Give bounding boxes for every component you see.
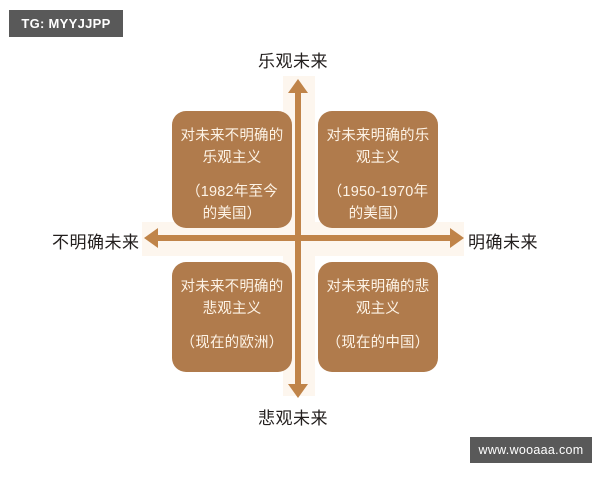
quadrant-title-line: 观主义	[355, 301, 401, 317]
quadrant-box-bottom-left: 对未来不明确的 悲观主义 （现在的欧洲）	[172, 262, 292, 372]
quadrant-box-bottom-right: 对未来明确的悲 观主义 （现在的中国）	[318, 262, 438, 372]
quadrant-example-line: （1950-1970年	[327, 184, 429, 200]
arrow-right-icon	[450, 228, 464, 248]
horizontal-axis-line	[156, 235, 452, 241]
vertical-axis-line	[295, 88, 301, 386]
axis-label-top: 乐观未来	[258, 52, 328, 71]
quadrant-example: （现在的欧洲）	[181, 332, 284, 354]
quadrant-title-line: 对未来明确的乐	[326, 128, 430, 144]
quadrant-example-line: （现在的欧洲）	[180, 335, 284, 351]
arrow-up-icon	[288, 79, 308, 93]
quadrant-title-line: 对未来不明确的	[180, 279, 284, 295]
quadrant-example-line: 的美国）	[348, 206, 408, 222]
site-watermark-badge: www.wooaaa.com	[470, 437, 592, 463]
quadrant-example: （1950-1970年 的美国）	[328, 181, 429, 225]
axis-label-right: 明确未来	[468, 233, 538, 252]
quadrant-example-line: （1982年至今	[186, 184, 278, 200]
axis-label-bottom: 悲观未来	[258, 409, 328, 428]
quadrant-box-top-left: 对未来不明确的 乐观主义 （1982年至今 的美国）	[172, 111, 292, 228]
telegram-watermark-badge: TG: MYYJJPP	[9, 10, 123, 37]
quadrant-title-line: 对未来明确的悲	[326, 279, 430, 295]
quadrant-example-line: 的美国）	[202, 206, 262, 222]
quadrant-title-line: 悲观主义	[202, 301, 262, 317]
axis-label-left: 不明确未来	[52, 233, 140, 252]
quadrant-example-line: （现在的中国）	[326, 335, 430, 351]
quadrant-title-line: 对未来不明确的	[180, 128, 284, 144]
quadrant-title-line: 观主义	[355, 150, 401, 166]
quadrant-example: （1982年至今 的美国）	[186, 181, 278, 225]
quadrant-box-top-right: 对未来明确的乐 观主义 （1950-1970年 的美国）	[318, 111, 438, 228]
arrow-left-icon	[144, 228, 158, 248]
arrow-down-icon	[288, 384, 308, 398]
quadrant-title-line: 乐观主义	[202, 150, 262, 166]
quadrant-example: （现在的中国）	[327, 332, 430, 354]
